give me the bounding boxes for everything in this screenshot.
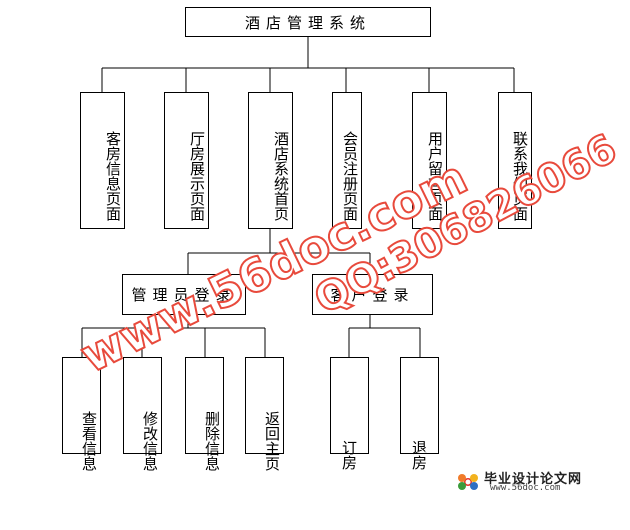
node-label: 客房信息页面 xyxy=(104,131,122,221)
action-node-back-home: 返回主页 xyxy=(245,357,284,471)
action-node-book-room: 订房 xyxy=(330,357,369,470)
node-label: 退房 xyxy=(410,440,428,470)
footer-logo: 毕业设计论文网 www.56doc.com xyxy=(454,470,624,494)
customer-login-node: 客户登录 xyxy=(312,274,433,315)
node-label: 修改信息 xyxy=(141,411,159,471)
node-label: 酒店系统首页 xyxy=(272,131,290,221)
node-label: 订房 xyxy=(340,440,358,470)
node-label: 会员注册页面 xyxy=(341,131,359,221)
page-node-hall-display: 厅房展示页面 xyxy=(164,92,209,229)
footer-url: www.56doc.com xyxy=(490,483,561,493)
page-node-contact-us: 联系我们页面 xyxy=(498,92,532,229)
admin-login-node: 管理员登录 xyxy=(122,274,246,315)
node-label: 删除信息 xyxy=(203,411,221,471)
action-node-check-out: 退房 xyxy=(400,357,439,470)
hotel-system-diagram: 酒店管理系统 客房信息页面 厅房展示页面 酒店系统首页 会员注册页面 用户留言页… xyxy=(62,7,625,494)
root-label: 酒店管理系统 xyxy=(244,13,371,32)
page-node-home: 酒店系统首页 xyxy=(248,92,293,229)
node-label: 客户登录 xyxy=(330,286,415,304)
footer-brand: 毕业设计论文网 xyxy=(484,472,583,487)
node-label: 用户留言页面 xyxy=(426,131,444,221)
action-node-delete-info: 删除信息 xyxy=(185,357,224,471)
page-node-member-register: 会员注册页面 xyxy=(332,92,362,229)
page-node-user-message: 用户留言页面 xyxy=(412,92,447,229)
page-node-room-info: 客房信息页面 xyxy=(80,92,125,229)
connector-lines xyxy=(81,37,515,357)
footer-text: 毕业设计论文网 www.56doc.com xyxy=(482,470,620,494)
flower-icon xyxy=(458,474,478,490)
node-label: 管理员登录 xyxy=(131,286,237,304)
action-node-view-info: 查看信息 xyxy=(62,357,101,471)
node-label: 厅房展示页面 xyxy=(188,131,206,221)
node-label: 联系我们页面 xyxy=(511,131,529,221)
node-label: 查看信息 xyxy=(80,411,98,471)
node-label: 返回主页 xyxy=(263,411,281,471)
action-node-edit-info: 修改信息 xyxy=(123,357,162,471)
root-node: 酒店管理系统 xyxy=(185,7,431,37)
